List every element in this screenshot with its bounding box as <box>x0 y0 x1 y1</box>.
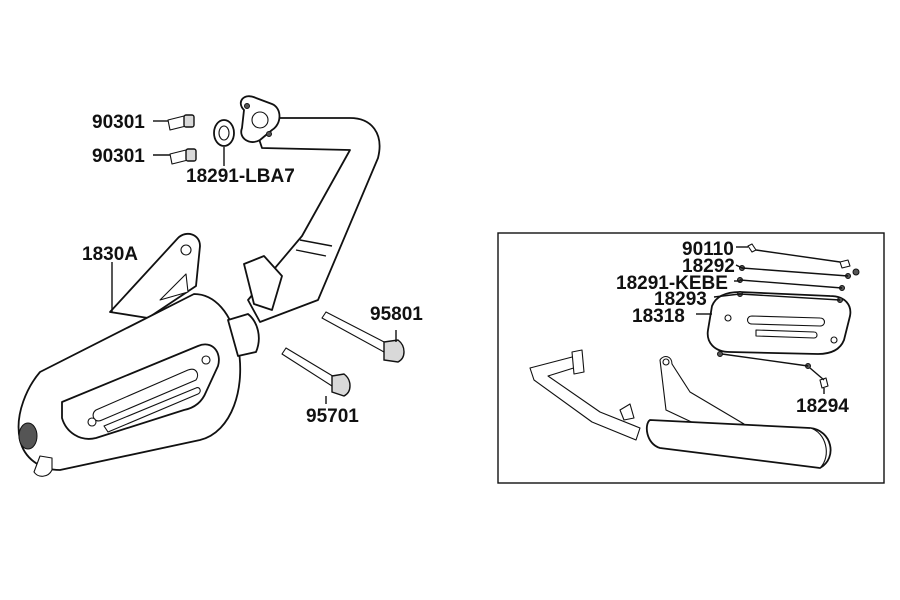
pipe-bracket <box>243 255 283 311</box>
label-18291-KEBE: 18291-KEBE <box>616 273 728 294</box>
label-18294: 18294 <box>796 396 849 417</box>
label-18293: 18293 <box>654 289 707 310</box>
inset-exhaust-assembly <box>529 349 832 469</box>
main-exploded-view: 90301 90301 18291-LBA7 1830A 95801 95701 <box>17 95 423 477</box>
label-95801: 95801 <box>370 304 423 325</box>
bolt-90301-upper <box>167 114 195 131</box>
inset-heat-protector <box>706 291 852 355</box>
label-18292: 18292 <box>682 256 735 277</box>
label-1830A: 1830A <box>82 244 138 265</box>
inset-detail-view: 90110 18292 18291-KEBE 18293 18318 18294 <box>497 232 885 484</box>
muffler-stay <box>109 232 201 319</box>
label-95701: 95701 <box>306 406 359 427</box>
gasket-18291-LBA7 <box>213 119 235 147</box>
label-90301-upper: 90301 <box>92 112 145 133</box>
muffler-assembly <box>17 232 260 477</box>
label-90301-lower: 90301 <box>92 146 145 167</box>
exhaust-pipe <box>239 95 381 323</box>
label-18318: 18318 <box>632 306 685 327</box>
bolt-90301-lower <box>169 148 197 165</box>
label-18291-LBA7: 18291-LBA7 <box>186 166 295 187</box>
bolt-95701 <box>281 347 351 397</box>
bolt-95801 <box>321 311 405 363</box>
muffler-outlet <box>18 422 38 450</box>
muffler-inlet <box>227 313 260 357</box>
label-90110: 90110 <box>682 239 734 260</box>
